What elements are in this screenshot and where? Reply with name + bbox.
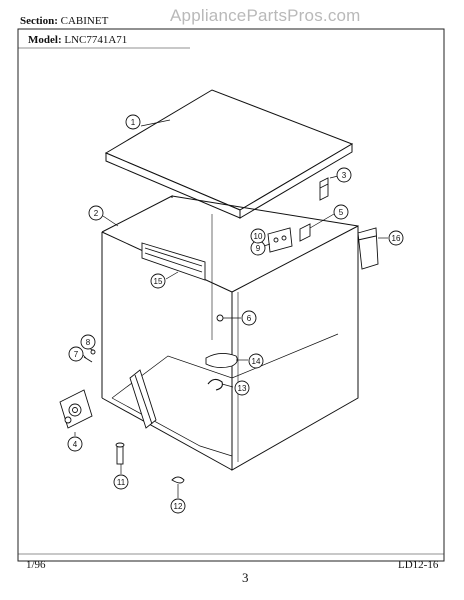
callout-15: 15 (150, 273, 166, 289)
exhaust-duct (205, 353, 238, 369)
callout-number: 6 (247, 314, 252, 323)
callout-circle (150, 273, 166, 289)
callout-6: 6 (241, 310, 257, 326)
callout-11: 11 (113, 474, 129, 490)
callout-12: 12 (170, 498, 186, 514)
callout-number: 2 (94, 209, 99, 218)
callout-circle (333, 204, 349, 220)
callout-number: 1 (131, 118, 136, 127)
mounting-plate (267, 227, 293, 253)
callout-circle (80, 334, 96, 350)
callout-14: 14 (248, 353, 264, 369)
callout-number: 3 (342, 171, 347, 180)
callout-number: 13 (238, 384, 247, 393)
latch-clip (319, 177, 329, 201)
callout-number: 10 (254, 232, 263, 241)
callout-2: 2 (88, 205, 104, 221)
callout-7: 7 (68, 346, 84, 362)
mounting-bracket (299, 223, 311, 242)
callout-circle (67, 436, 83, 452)
callout-number: 9 (256, 244, 261, 253)
callout-3: 3 (336, 167, 352, 183)
callout-circle (125, 114, 141, 130)
callout-number: 11 (117, 478, 126, 487)
leveling-leg (115, 442, 125, 465)
callout-number: 5 (339, 208, 344, 217)
cabinet-body (101, 195, 359, 471)
footer-date: 1/96 (26, 559, 46, 571)
model-header: Model: LNC7741A71 (28, 34, 127, 46)
leader-lines (74, 119, 388, 498)
callout-circle (388, 230, 404, 246)
section-value: CABINET (60, 15, 109, 27)
side-bracket (357, 227, 379, 270)
model-value: LNC7741A71 (64, 34, 128, 46)
callout-number: 4 (73, 440, 78, 449)
callout-circle (248, 353, 264, 369)
page-mark: 3 (242, 570, 249, 585)
callout-number: 16 (392, 234, 401, 243)
page-frame (17, 28, 445, 562)
callout-number: 7 (74, 350, 79, 359)
callout-5: 5 (333, 204, 349, 220)
top-panel (104, 89, 354, 219)
footer-code: LD12-16 (398, 559, 439, 571)
callout-circle (250, 228, 266, 244)
callout-10: 10 (250, 228, 266, 244)
section-header: Section: CABINET (20, 15, 108, 27)
callout-4: 4 (67, 436, 83, 452)
callout-13: 13 (234, 380, 250, 396)
screw-washer (83, 349, 96, 363)
callout-circle (68, 346, 84, 362)
section-label: Section: (20, 15, 58, 27)
callout-circle (336, 167, 352, 183)
roller-assembly (59, 389, 93, 429)
watermark: AppliancePartsPros.com (170, 6, 361, 25)
callout-number: 8 (86, 338, 91, 347)
callout-number: 14 (252, 357, 261, 366)
callout-circle (241, 310, 257, 326)
callout-circle (234, 380, 250, 396)
callout-1: 1 (125, 114, 141, 130)
internal-support (129, 369, 157, 429)
callout-circle (88, 205, 104, 221)
model-label: Model: (28, 34, 62, 46)
callout-8: 8 (80, 334, 96, 350)
plug-button (216, 314, 224, 322)
callout-number: 12 (174, 502, 183, 511)
foot-pad (171, 476, 185, 484)
callout-circle (170, 498, 186, 514)
callout-number: 15 (154, 277, 163, 286)
callout-circle (113, 474, 129, 490)
vent-louver (141, 242, 206, 281)
callout-16: 16 (388, 230, 404, 246)
duct-clamp (207, 378, 223, 391)
